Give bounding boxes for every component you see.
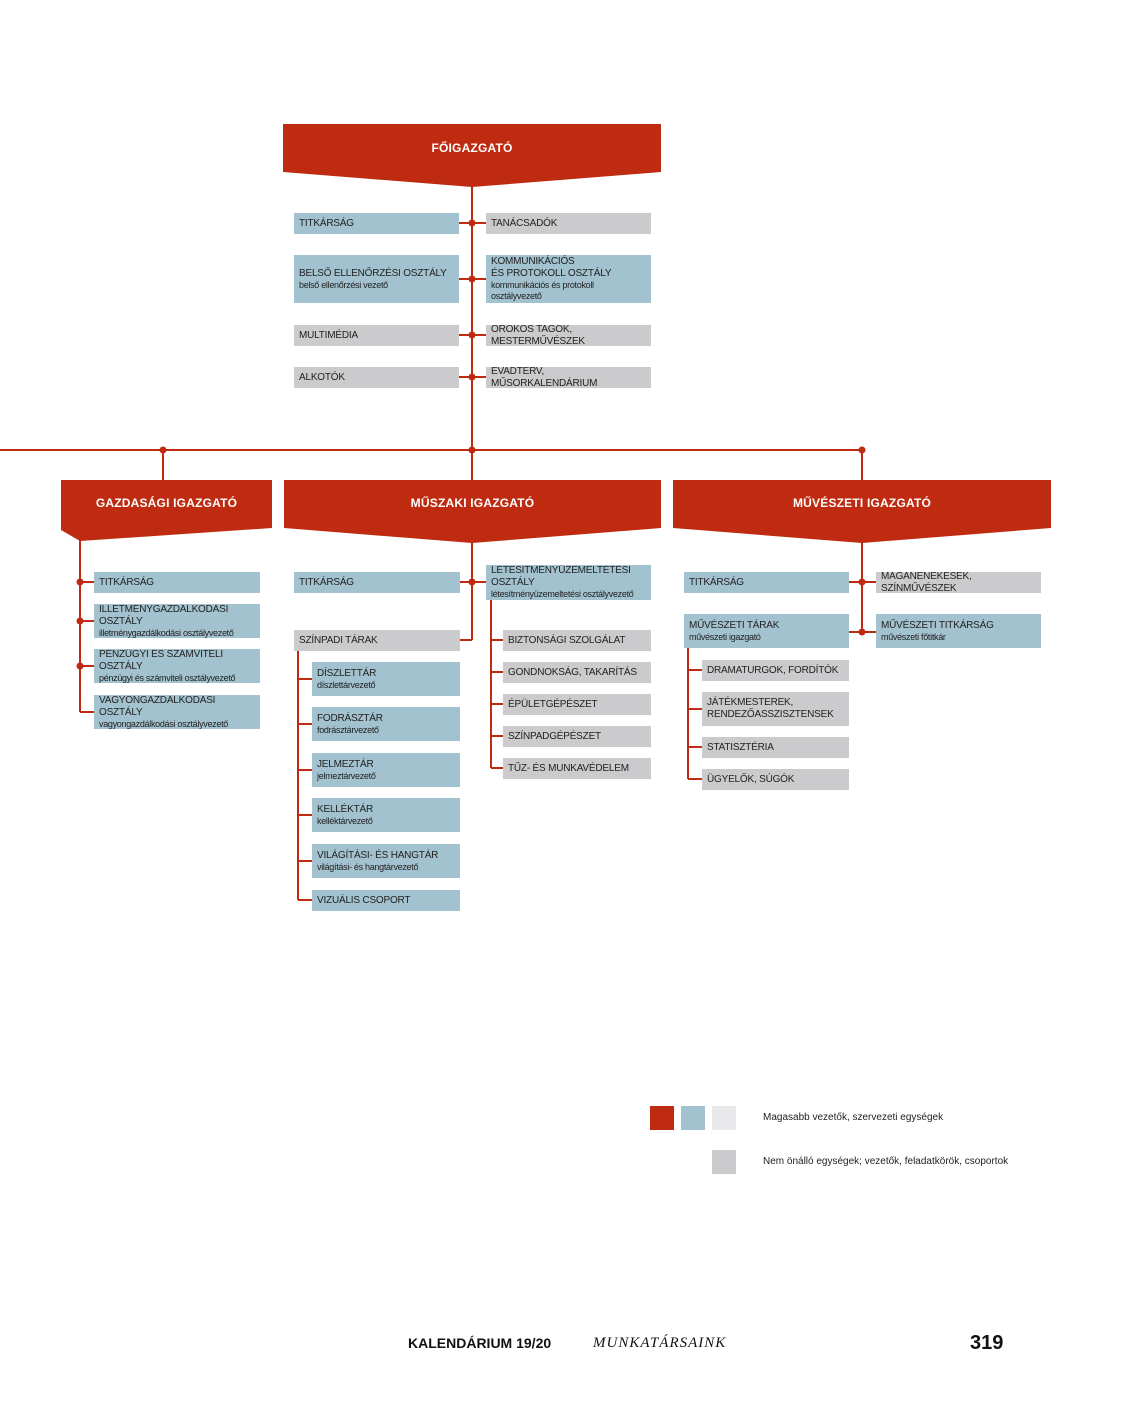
box-subtitle: illetménygazdálkodási osztályvezető <box>99 627 234 638</box>
gazd-titkarsag-box: TITKÁRSÁG <box>94 572 260 593</box>
muveszeti-title: MŰVÉSZETI IGAZGATÓ <box>792 496 932 510</box>
multimedia-box: MULTIMÉDIA <box>294 325 459 346</box>
gondnoksag-box: GONDNOKSÁG, TAKARÍTÁS <box>503 662 651 683</box>
box-subtitle: művészeti főtitkár <box>881 631 946 642</box>
box-title: MŰVÉSZETI TITKÁRSÁG <box>881 619 994 631</box>
muszaki-banner <box>284 480 661 543</box>
legend-grey-swatch <box>712 1150 736 1174</box>
box-subtitle: létesítményüzemeltetési osztályvezető <box>491 589 634 599</box>
ugyelok-box: ÜGYELŐK, SÚGÓK <box>702 769 849 790</box>
box-title: MŰVÉSZETI TÁRAK <box>689 619 780 631</box>
box-title: STATISZTÉRIA <box>707 741 774 753</box>
jatekmesterek-box: JÁTÉKMESTEREK, RENDEZŐASSZISZTENSEK <box>702 692 849 726</box>
biztonsagi-box: BIZTONSÁGI SZOLGÁLAT <box>503 630 651 651</box>
alkotok-box: ALKOTÓK <box>294 367 459 388</box>
box-title: DRAMATURGOK, FORDÍTÓK <box>707 664 839 676</box>
box-title: PÉNZÜGYI ÉS SZÁMVITELI OSZTÁLY <box>99 649 223 672</box>
box-subtitle: díszlettárvezető <box>317 679 376 690</box>
statiszteria-box: STATISZTÉRIA <box>702 737 849 758</box>
tuz-munkavedelem-box: TŰZ- ÉS MUNKAVÉDELEM <box>503 758 651 779</box>
box-title: BIZTONSÁGI SZOLGÁLAT <box>508 634 626 646</box>
box-title: GONDNOKSÁG, TAKARÍTÁS <box>508 666 637 678</box>
box-title: TITKÁRSÁG <box>99 576 154 588</box>
box-title: ÖRÖKÖS TAGOK, MESTERMŰVÉSZEK <box>491 325 585 346</box>
dramaturgok-box: DRAMATURGOK, FORDÍTÓK <box>702 660 849 681</box>
box-title: ÉPÜLETGÉPÉSZET <box>508 698 598 710</box>
legend-red-swatch <box>650 1106 674 1130</box>
evadterv-box: ÉVADTERV, MŰSORKALENDÁRIUM <box>486 367 651 388</box>
box-subtitle: művészeti igazgató <box>689 631 761 642</box>
muv-titkarsag-box: TITKÁRSÁG <box>684 572 849 593</box>
box-title: ÜGYELŐK, SÚGÓK <box>707 773 795 785</box>
box-title: ÉVADTERV, MŰSORKALENDÁRIUM <box>491 367 598 388</box>
legend-light-swatch <box>712 1106 736 1130</box>
box-title: FODRÁSZTÁR <box>317 712 383 724</box>
box-subtitle: belső ellenőrzési vezető <box>299 279 388 290</box>
box-subtitle: vagyongazdálkodási osztályvezető <box>99 718 228 729</box>
box-title: DÍSZLETTÁR <box>317 667 377 679</box>
box-subtitle: pénzügyi és számviteli osztályvezető <box>99 672 236 683</box>
box-title: SZÍNPADI TÁRAK <box>299 634 378 646</box>
orokos-tagok-box: ÖRÖKÖS TAGOK, MESTERMŰVÉSZEK <box>486 325 651 346</box>
szinpadgepeszet-box: SZÍNPADGÉPÉSZET <box>503 726 651 747</box>
box-title: SZÍNPADGÉPÉSZET <box>508 730 601 742</box>
box-title: VIZUÁLIS CSOPORT <box>317 894 411 906</box>
box-subtitle: kommunikációs és protokoll osztályvezető <box>491 280 594 301</box>
box-title: ILLETMÉNYGAZDÁLKODÁSI OSZTÁLY <box>99 604 229 627</box>
box-title: TANÁCSADÓK <box>491 217 558 229</box>
box-title: TITKÁRSÁG <box>689 576 744 588</box>
gazdasagi-banner <box>61 480 272 541</box>
box-title: LÉTESÍTMÉNYÜZEMELTETÉSI OSZTÁLY <box>491 565 631 588</box>
box-title: JÁTÉKMESTEREK, RENDEZŐASSZISZTENSEK <box>707 697 834 720</box>
maganenekesek-box: MAGÁNÉNEKESEK, SZÍNMŰVÉSZEK <box>876 572 1041 593</box>
footer-page-number: 319 <box>970 1332 1004 1354</box>
box-title: KELLÉKTÁR <box>317 803 374 815</box>
vizualis-box: VIZUÁLIS CSOPORT <box>312 890 460 911</box>
box-subtitle: jelmeztárvezető <box>317 770 376 781</box>
footer-section: MUNKATÁRSAINK <box>593 1335 727 1351</box>
tanacsadok-box: TANÁCSADÓK <box>486 213 651 234</box>
gazdasagi-title: GAZDASÁGI IGAZGATÓ <box>95 496 238 510</box>
box-subtitle: kelléktárvezető <box>317 815 373 826</box>
box-title: ALKOTÓK <box>299 371 345 383</box>
footer-publication: KALENDÁRIUM 19/20 <box>408 1335 552 1351</box>
legend-label-2: Nem önálló egységek; vezetők, feladatkör… <box>763 1156 1009 1167</box>
legend-blue-swatch <box>681 1106 705 1130</box>
box-title: VAGYONGAZDÁLKODÁSI OSZTÁLY <box>99 695 216 718</box>
box-title: TŰZ- ÉS MUNKAVÉDELEM <box>508 762 629 774</box>
musz-titkarsag-box: TITKÁRSÁG <box>294 572 460 593</box>
box-title: MULTIMÉDIA <box>299 329 358 341</box>
box-title: TITKÁRSÁG <box>299 217 354 229</box>
foigazgato-title: FŐIGAZGATÓ <box>431 141 513 155</box>
titkarsag-box: TITKÁRSÁG <box>294 213 459 234</box>
box-title: VILÁGÍTÁSI- ÉS HANGTÁR <box>317 849 439 861</box>
box-title: KOMMUNIKÁCIÓS ÉS PROTOKOLL OSZTÁLY <box>491 256 612 279</box>
box-title: JELMEZTÁR <box>317 758 374 770</box>
box-title: MAGÁNÉNEKESEK, SZÍNMŰVÉSZEK <box>881 572 972 593</box>
muszaki-title: MŰSZAKI IGAZGATÓ <box>410 496 535 510</box>
box-subtitle: fodrásztárvezető <box>317 724 379 735</box>
box-title: BELSŐ ELLENŐRZÉSI OSZTÁLY <box>299 267 447 279</box>
legend-label-1: Magasabb vezetők, szervezeti egységek <box>763 1112 944 1123</box>
epuletgepeszet-box: ÉPÜLETGÉPÉSZET <box>503 694 651 715</box>
box-subtitle: világítási- és hangtárvezető <box>317 861 419 872</box>
muveszeti-banner <box>673 480 1051 543</box>
box-title: TITKÁRSÁG <box>299 576 354 588</box>
foigazgato-banner <box>283 124 661 187</box>
szinpadi-tarak-box: SZÍNPADI TÁRAK <box>294 630 460 651</box>
